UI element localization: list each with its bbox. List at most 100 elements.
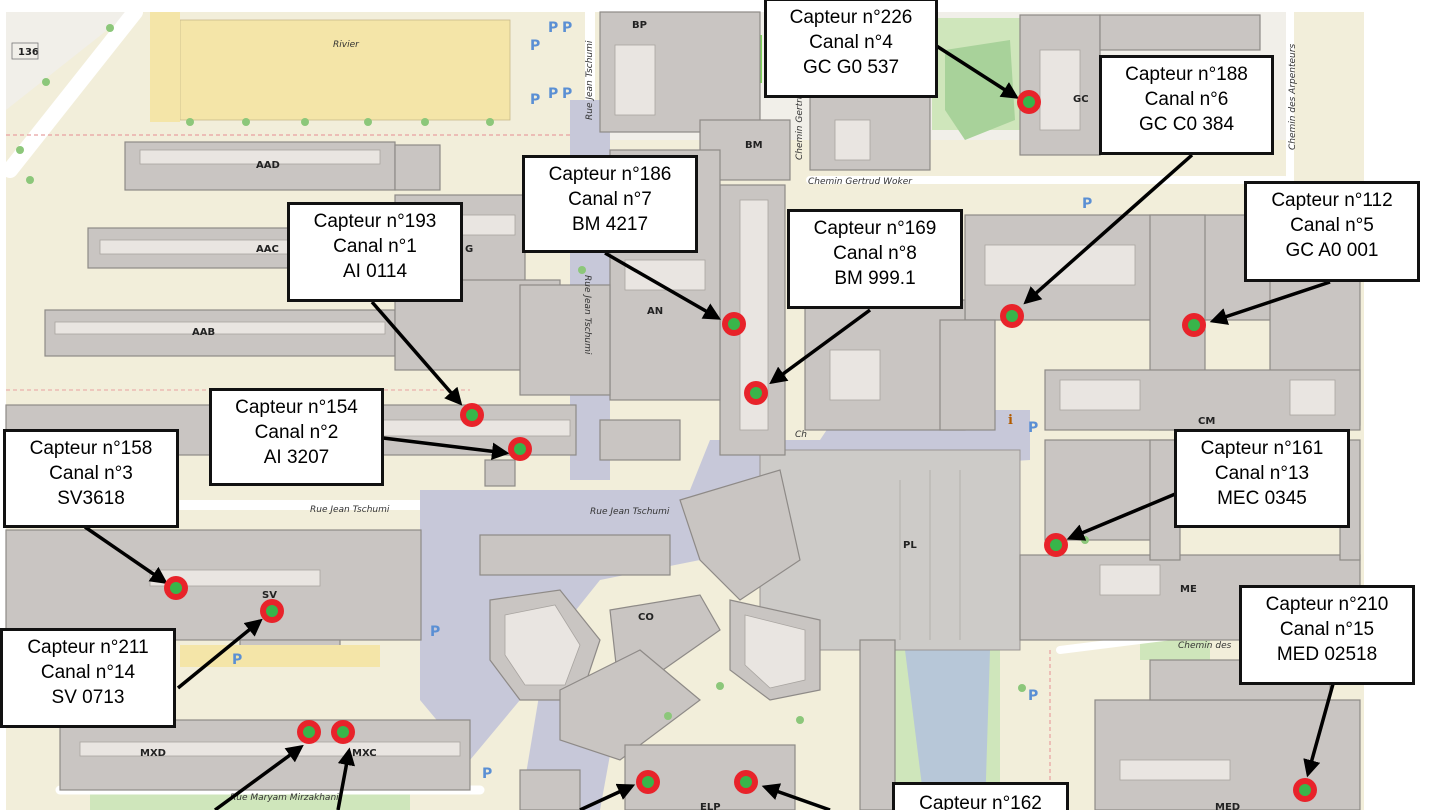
callout-sensor-112: Capteur n°112 Canal n°5 GC A0 001 [1244,181,1420,282]
callout-room: GC A0 001 [1285,240,1379,261]
central-plaza [420,410,1030,760]
sensor-marker-mxc-left[interactable] [297,720,321,744]
svg-text:P: P [548,20,558,36]
an-label: AN [647,306,663,317]
callout-arrows [84,43,1335,810]
callout-sensor-188: Capteur n°188 Canal n°6 GC C0 384 [1099,55,1274,155]
bp-label: BP [632,20,647,31]
rue-maryam-label: Rue Maryam Mirzakhani [230,793,339,803]
callout-room: BM 999.1 [834,268,916,289]
aad-label: AAD [256,160,280,171]
me-label: ME [1180,584,1197,595]
callout-sensor-210: Capteur n°210 Canal n°15 MED 02518 [1239,585,1415,685]
callout-channel: Canal n°5 [1290,215,1374,236]
sensor-marker-112[interactable] [1182,313,1206,337]
svg-text:P: P [1028,688,1038,704]
callout-sensor-211: Capteur n°211 Canal n°14 SV 0713 [0,628,176,728]
aab-label: AAB [192,327,215,338]
callout-room: GC G0 537 [802,57,900,78]
pl-label: PL [903,540,917,551]
callout-title: Capteur n°226 [789,7,913,28]
callout-sensor-161: Capteur n°161 Canal n°13 MEC 0345 [1174,429,1350,528]
svg-text:P: P [548,86,558,102]
callout-channel: Canal n°14 [40,662,136,683]
rivier-label: Rivier [333,40,360,50]
parking-area [179,19,511,121]
callout-channel: Canal n°8 [833,243,917,264]
callout-room: GC C0 384 [1138,114,1235,135]
callout-title: Capteur n°188 [1125,64,1248,85]
sensor-marker-elp-right[interactable] [734,770,758,794]
callout-title: Capteur n°112 [1271,190,1393,211]
chemin-des-arpenteurs-label: Chemin des Arpenteurs [1288,44,1298,150]
callout-channel: Canal n°13 [1214,463,1310,484]
elp-label: ELP [700,802,721,810]
sv-label: SV [262,590,277,601]
callout-room: AI 3207 [263,447,330,468]
sensor-marker-161[interactable] [1044,533,1068,557]
bm-label: BM [745,140,763,151]
chemin-gertrud-v-label: Chemin Gertrud W [795,75,805,160]
callout-title: Capteur n°210 [1265,594,1389,615]
rue-jean-tschumi-v2-label: Rue Jean Tschumi [582,275,592,355]
callout-sensor-186: Capteur n°186 Canal n°7 BM 4217 [522,155,698,253]
callout-room: SV 0713 [51,687,125,708]
sensor-markers [164,90,1317,802]
callout-room: AI 0114 [342,261,408,282]
callout-channel: Canal n°2 [254,422,339,443]
sensor-marker-226[interactable] [1017,90,1041,114]
sensor-marker-169[interactable] [744,381,768,405]
co-label: CO [638,612,654,623]
cm-label: CM [1198,416,1215,427]
rue-jean-tschumi-h2-label: Rue Jean Tschumi [590,507,670,517]
callout-title: Capteur n°154 [235,397,358,418]
callout-room: MED 02518 [1276,644,1378,665]
sensor-marker-mxc-right[interactable] [331,720,355,744]
chemin-gertrud-woker-label: Chemin Gertrud Woker [808,177,913,187]
callout-title: Capteur n°193 [313,211,437,232]
callout-sensor-158: Capteur n°158 Canal n°3 SV3618 [3,429,179,528]
sensor-marker-158[interactable] [164,576,188,600]
sensor-marker-211[interactable] [260,599,284,623]
info-icon: i [1008,413,1013,428]
svg-text:P: P [562,86,572,102]
ch-label: Ch [795,430,807,440]
svg-text:P: P [1082,196,1092,212]
gc-label: GC [1073,94,1089,105]
rue-jean-tschumi-h1-label: Rue Jean Tschumi [310,505,390,515]
g-label: G [465,244,473,255]
callout-title: Capteur n°211 [27,637,149,658]
callout-sensor-193: Capteur n°193 Canal n°1 AI 0114 [287,202,463,302]
mxd-label: MXD [140,748,166,759]
svg-text:P: P [1028,420,1038,436]
svg-text:P: P [530,38,540,54]
callout-room: BM 4217 [571,214,649,235]
callout-title: Capteur n°169 [813,218,937,239]
svg-text:P: P [430,624,440,640]
sensor-marker-186[interactable] [722,312,746,336]
callout-channel: Canal n°3 [49,463,133,484]
mxc-label: MXC [352,748,377,759]
callout-sensor-154: Capteur n°154 Canal n°2 AI 3207 [209,388,384,486]
sensor-marker-154[interactable] [508,437,532,461]
building-co [479,534,671,576]
sensor-marker-elp-left[interactable] [636,770,660,794]
callout-room: SV3618 [57,488,125,509]
callout-sensor-226: Capteur n°226 Canal n°4 GC G0 537 [764,0,938,98]
callout-channel: Canal n°7 [568,189,652,210]
sensor-marker-210[interactable] [1293,778,1317,802]
callout-channel: Canal n°4 [809,32,893,53]
svg-text:P: P [562,20,572,36]
building-med [1094,699,1361,810]
callout-title: Capteur n°186 [548,164,672,185]
callout-room: MEC 0345 [1217,488,1307,509]
callout-sensor-169: Capteur n°169 Canal n°8 BM 999.1 [787,209,963,309]
sensor-marker-188[interactable] [1000,304,1024,328]
callout-channel: Canal n°6 [1144,89,1229,110]
callout-sensor-162: Capteur n°162 [892,782,1069,810]
med-label: MED [1215,802,1240,810]
sensor-marker-193[interactable] [460,403,484,427]
rue-jean-tschumi-v1-label: Rue Jean Tschumi [585,40,595,120]
